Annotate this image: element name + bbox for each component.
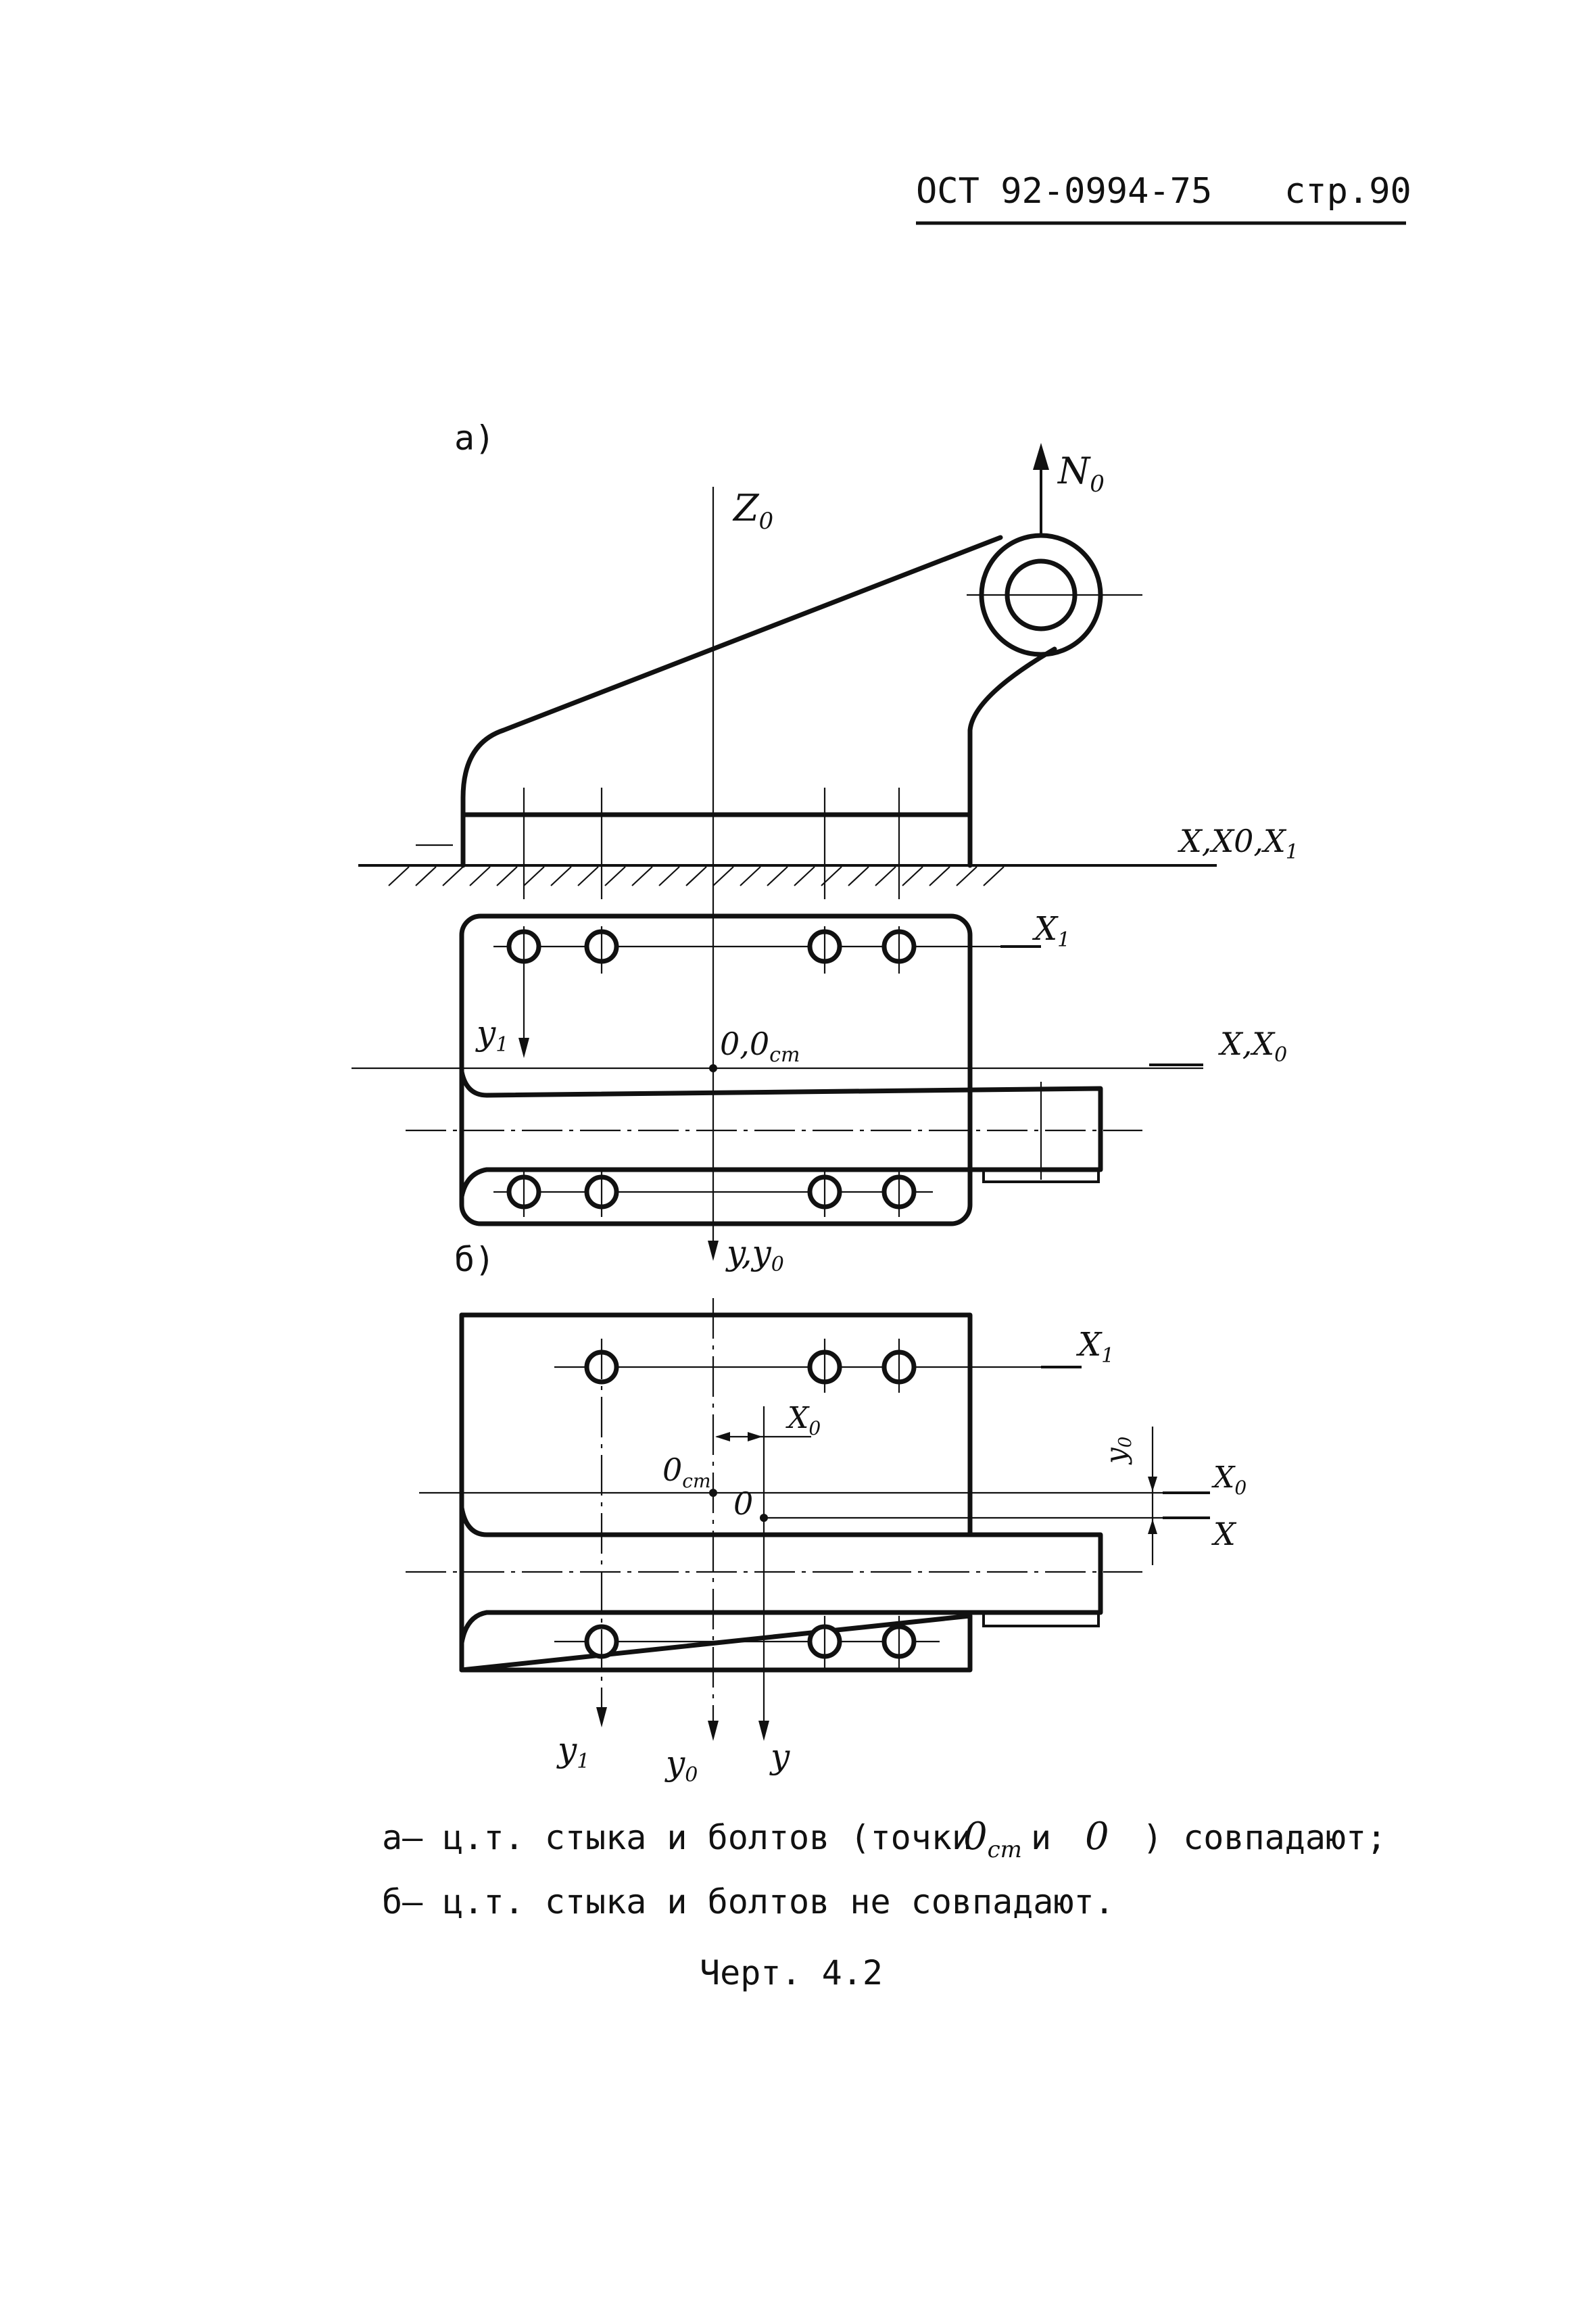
y-arrow-b [758,1721,769,1741]
y0-dim-arrow-top [1148,1477,1157,1491]
x0-dim-arrow-left [715,1432,730,1441]
ground-hatching [388,866,1005,886]
rib-a [459,1069,1103,1199]
n0-label: N0 [1057,450,1105,498]
y-label-b: y [769,1737,790,1776]
figure-caption: а– ц.т. стыка и болтов (точки 0cm и 0 ) … [382,1815,1386,1992]
caption-line-a-suffix: ) совпадают; [1142,1818,1386,1857]
z0-label: Z0 [732,487,773,535]
page-header: ОСТ 92-0994-75 стр.90 [916,171,1411,225]
ocm-label-b: 0cm [662,1452,711,1492]
standard-number: ОСТ 92-0994-75 [916,171,1212,212]
n0-arrow-head [1033,443,1049,470]
caption-line-b: б– ц.т. стыка и болтов не совпадают. [382,1882,1115,1921]
caption-o: 0 [1085,1815,1109,1859]
figure-b: б) X1 y1 [406,1240,1247,1787]
bolt-axis-ticks-side [523,788,900,899]
figure-a-label: а) [454,419,495,458]
y0-dim-label: y0 [1099,1437,1136,1465]
y1-arrow-b [596,1707,607,1727]
x-x0-x1-label: X,X0,X1 [1178,823,1299,864]
x1-label-a: X1 [1032,910,1070,952]
page-number: стр.90 [1284,171,1411,212]
ocm-point-b [709,1489,717,1497]
figure-b-label: б) [454,1240,495,1279]
rib-b-end [982,1612,1100,1627]
o-label-b: 0 [733,1485,753,1522]
rib-b [459,1505,1103,1646]
caption-ocm: 0cm [963,1815,1022,1863]
caption-line-a-prefix: а– ц.т. стыка и болтов (точки [382,1818,972,1857]
y1-label-b: y1 [556,1730,589,1773]
x0-label-b: X0 [1211,1460,1247,1499]
y0-label-b: y0 [664,1744,698,1787]
y0-arrow-b [708,1721,719,1741]
figure-title: Черт. 4.2 [700,1953,883,1992]
plate-plan-b [459,1312,973,1673]
o-point-b [760,1514,768,1522]
figure-a: а) Z0 N0 X,X0,X1 [352,419,1299,1276]
y1-arrow-a [518,1038,529,1058]
bracket-side-outline [460,535,1057,868]
origin-label-a: 0,0cm [720,1026,800,1067]
x1-label-b: X1 [1075,1326,1114,1368]
x-label-b: X [1211,1516,1237,1552]
caption-and: и [1031,1818,1051,1857]
bolt-vertical-axes-a [523,926,900,1217]
x0-dim-arrow-right [748,1432,763,1441]
y-y0-arrow-a [708,1241,719,1261]
y0-dim-arrow-bottom [1148,1519,1157,1534]
bolt-vertical-axes-b [823,1339,900,1670]
y-y0-label-a: y,y0 [725,1233,784,1276]
x-x0-label-a: X,X0 [1218,1026,1287,1067]
bolt-holes-bottom-b [554,1624,940,1659]
rib-a-end [982,1170,1100,1183]
x0-dim-label: X0 [785,1401,821,1439]
y1-label-a: y1 [475,1013,508,1057]
